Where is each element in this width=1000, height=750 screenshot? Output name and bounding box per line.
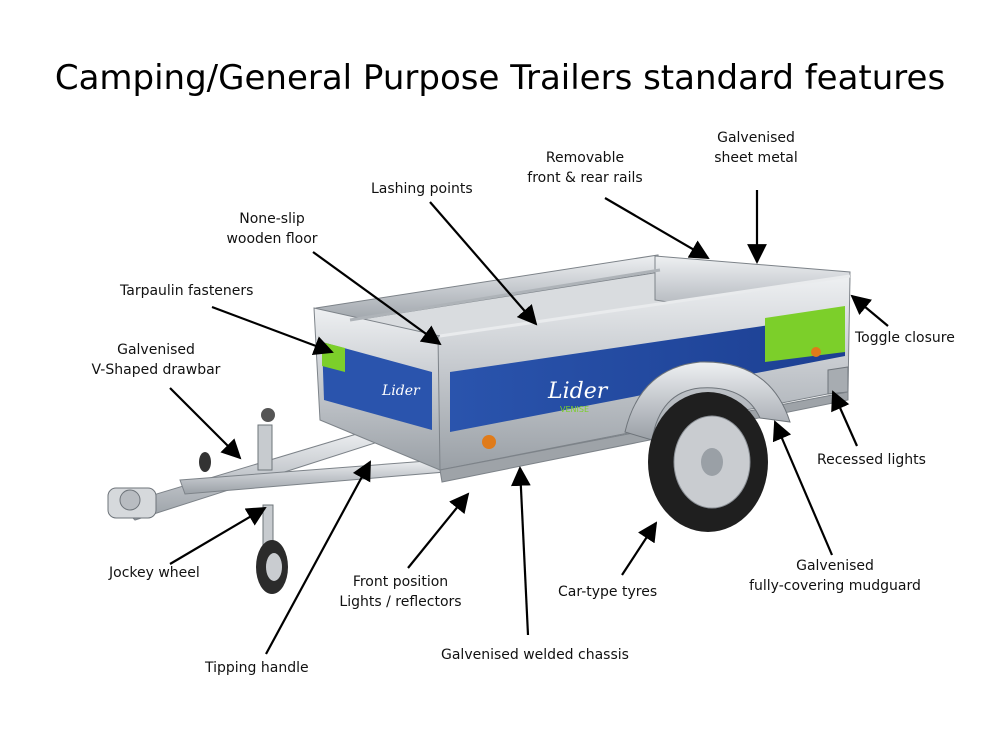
label-lashing-points: Lashing points <box>371 181 473 197</box>
jockey-wheel <box>256 504 288 594</box>
label-galvanised-sheet-metal: Galvenised sheet metal <box>714 130 798 166</box>
label-removable-rails: Removable front & rear rails <box>527 150 643 186</box>
label-recessed-lights: Recessed lights <box>817 452 926 468</box>
brand-logo-front: Lider <box>381 383 421 399</box>
brand-model: VENISE <box>560 405 589 414</box>
label-tarpaulin-fasteners: Tarpaulin fasteners <box>120 283 254 299</box>
label-jockey-wheel: Jockey wheel <box>109 565 200 581</box>
label-drawbar: Galvenised V-Shaped drawbar <box>91 342 221 378</box>
label-tipping-handle: Tipping handle <box>205 660 309 676</box>
label-toggle-closure: Toggle closure <box>855 330 955 346</box>
page-title: Camping/General Purpose Trailers standar… <box>54 58 946 98</box>
drawbar <box>107 408 446 521</box>
label-mudguard: Galvenised fully-covering mudguard <box>749 558 921 594</box>
label-car-tyres: Car-type tyres <box>558 584 658 600</box>
label-wooden-floor: None-slip wooden floor <box>226 211 318 247</box>
callout-arrows <box>169 190 889 655</box>
trailer-body <box>313 254 851 483</box>
mudguard-wheel <box>624 361 791 532</box>
label-front-lights: Front position Lights / reflectors <box>339 574 462 610</box>
label-welded-chassis: Galvenised welded chassis <box>441 647 629 663</box>
brand-logo: Lider <box>547 379 609 404</box>
